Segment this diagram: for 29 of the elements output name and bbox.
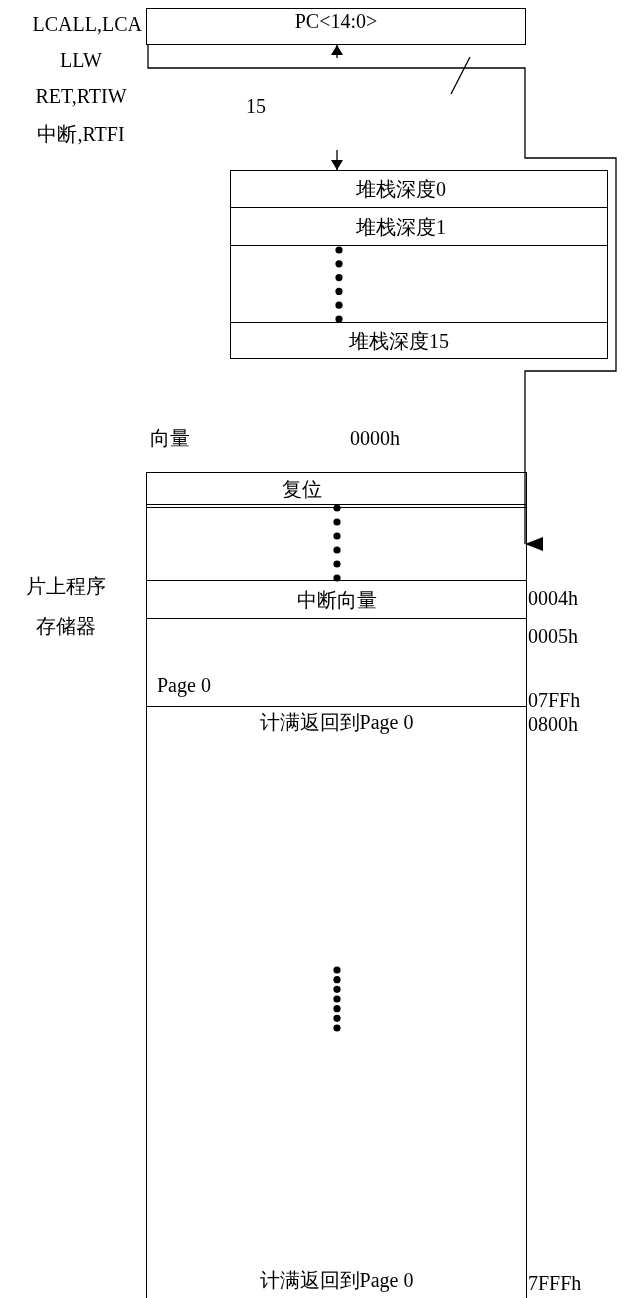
label-text: 0000h bbox=[350, 426, 401, 450]
label-text: 片上程序存储器 bbox=[25, 574, 107, 639]
label-text: 0005h bbox=[528, 624, 579, 648]
row-text: 计满返回到Page 0 bbox=[259, 1268, 414, 1294]
label-text: 15 bbox=[246, 94, 267, 118]
label-text: LLW bbox=[59, 48, 103, 72]
label-text: 0004h bbox=[528, 586, 579, 610]
label-text: 向量 bbox=[150, 426, 191, 450]
label-text: 07FFh bbox=[528, 688, 582, 712]
register-box bbox=[146, 8, 526, 45]
row-text: 复位 bbox=[281, 476, 322, 502]
stack-level-row bbox=[230, 207, 608, 246]
row-text: 计满返回到Page 0 bbox=[259, 710, 414, 736]
label-text: 中断,RTFI bbox=[36, 122, 126, 146]
row-text: PC<14:0> bbox=[294, 9, 378, 33]
row-text: 堆栈深度1 bbox=[356, 214, 446, 240]
label-text: 7FFFh bbox=[528, 1271, 583, 1295]
bus-arrow bbox=[147, 44, 617, 551]
arrow bbox=[331, 44, 343, 59]
arrow bbox=[331, 149, 343, 171]
row-text: 堆栈深度15 bbox=[349, 328, 449, 354]
stack-level-row bbox=[230, 322, 608, 359]
stack-level-row bbox=[230, 170, 608, 208]
label-text: LCALL,LCA bbox=[31, 12, 142, 36]
row-text: Page 0 bbox=[157, 673, 211, 699]
row-text: 中断向量 bbox=[296, 587, 377, 613]
label-text: 0800h bbox=[528, 712, 579, 736]
label-text: RET,RTIW bbox=[34, 84, 128, 108]
row-text: 堆栈深度0 bbox=[356, 177, 446, 202]
